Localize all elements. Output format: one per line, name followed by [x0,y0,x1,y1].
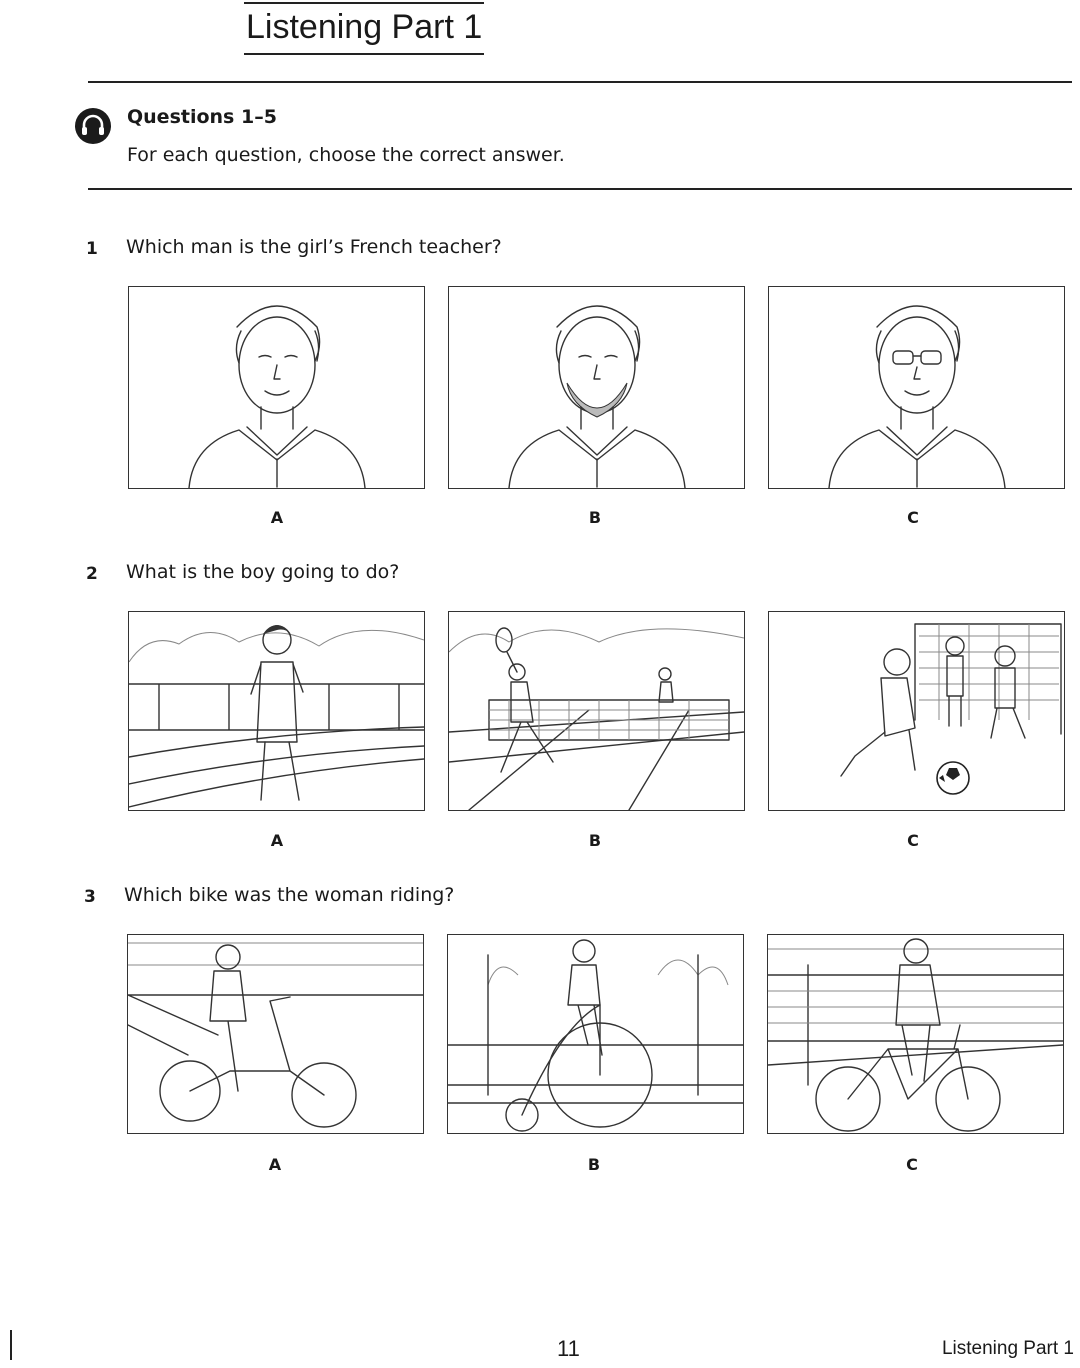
option-picture-1a[interactable] [128,286,425,489]
option-label-b: B [587,1155,601,1174]
divider-top [88,81,1072,83]
divider-bottom [88,188,1072,190]
option-picture-3c[interactable] [767,934,1064,1134]
page-number: 11 [557,1336,580,1361]
headphones-icon [75,108,111,144]
chopper-bike-illustration [128,942,423,1128]
option-picture-2b[interactable] [448,611,745,811]
page-title: Listening Part 1 [244,2,485,55]
tennis-illustration [449,627,744,810]
option-label-a: A [270,508,284,527]
question-text: What is the boy going to do? [126,561,400,583]
option-label-b: B [588,831,602,850]
question-number: 1 [86,239,98,259]
option-picture-1b[interactable] [448,286,745,489]
mountain-bike-illustration [768,938,1063,1132]
option-label-a: A [270,831,284,850]
option-picture-1c[interactable] [768,286,1065,489]
question-number: 2 [86,564,98,584]
margin-bar [10,1330,12,1360]
boy-running-illustration [129,625,424,808]
questions-heading: Questions 1–5 [127,106,277,128]
option-label-c: C [907,831,919,850]
option-label-c: C [907,508,919,527]
option-label-c: C [906,1155,918,1174]
question-text: Which bike was the woman riding? [124,884,455,906]
man-with-glasses-portrait-illustration [828,305,1006,488]
penny-farthing-illustration [448,939,743,1132]
option-picture-3b[interactable] [447,934,744,1134]
bearded-man-portrait-illustration [508,305,686,488]
footer-section-label: Listening Part 1 [941,1338,1074,1359]
option-picture-3a[interactable] [127,934,424,1134]
option-label-b: B [588,508,602,527]
football-illustration [840,623,1062,795]
option-label-a: A [268,1155,282,1174]
question-number: 3 [84,887,96,907]
question-text: Which man is the girl’s French teacher? [126,236,502,258]
instruction-text: For each question, choose the correct an… [127,144,565,166]
option-picture-2c[interactable] [768,611,1065,811]
man-portrait-illustration [188,305,366,488]
option-picture-2a[interactable] [128,611,425,811]
